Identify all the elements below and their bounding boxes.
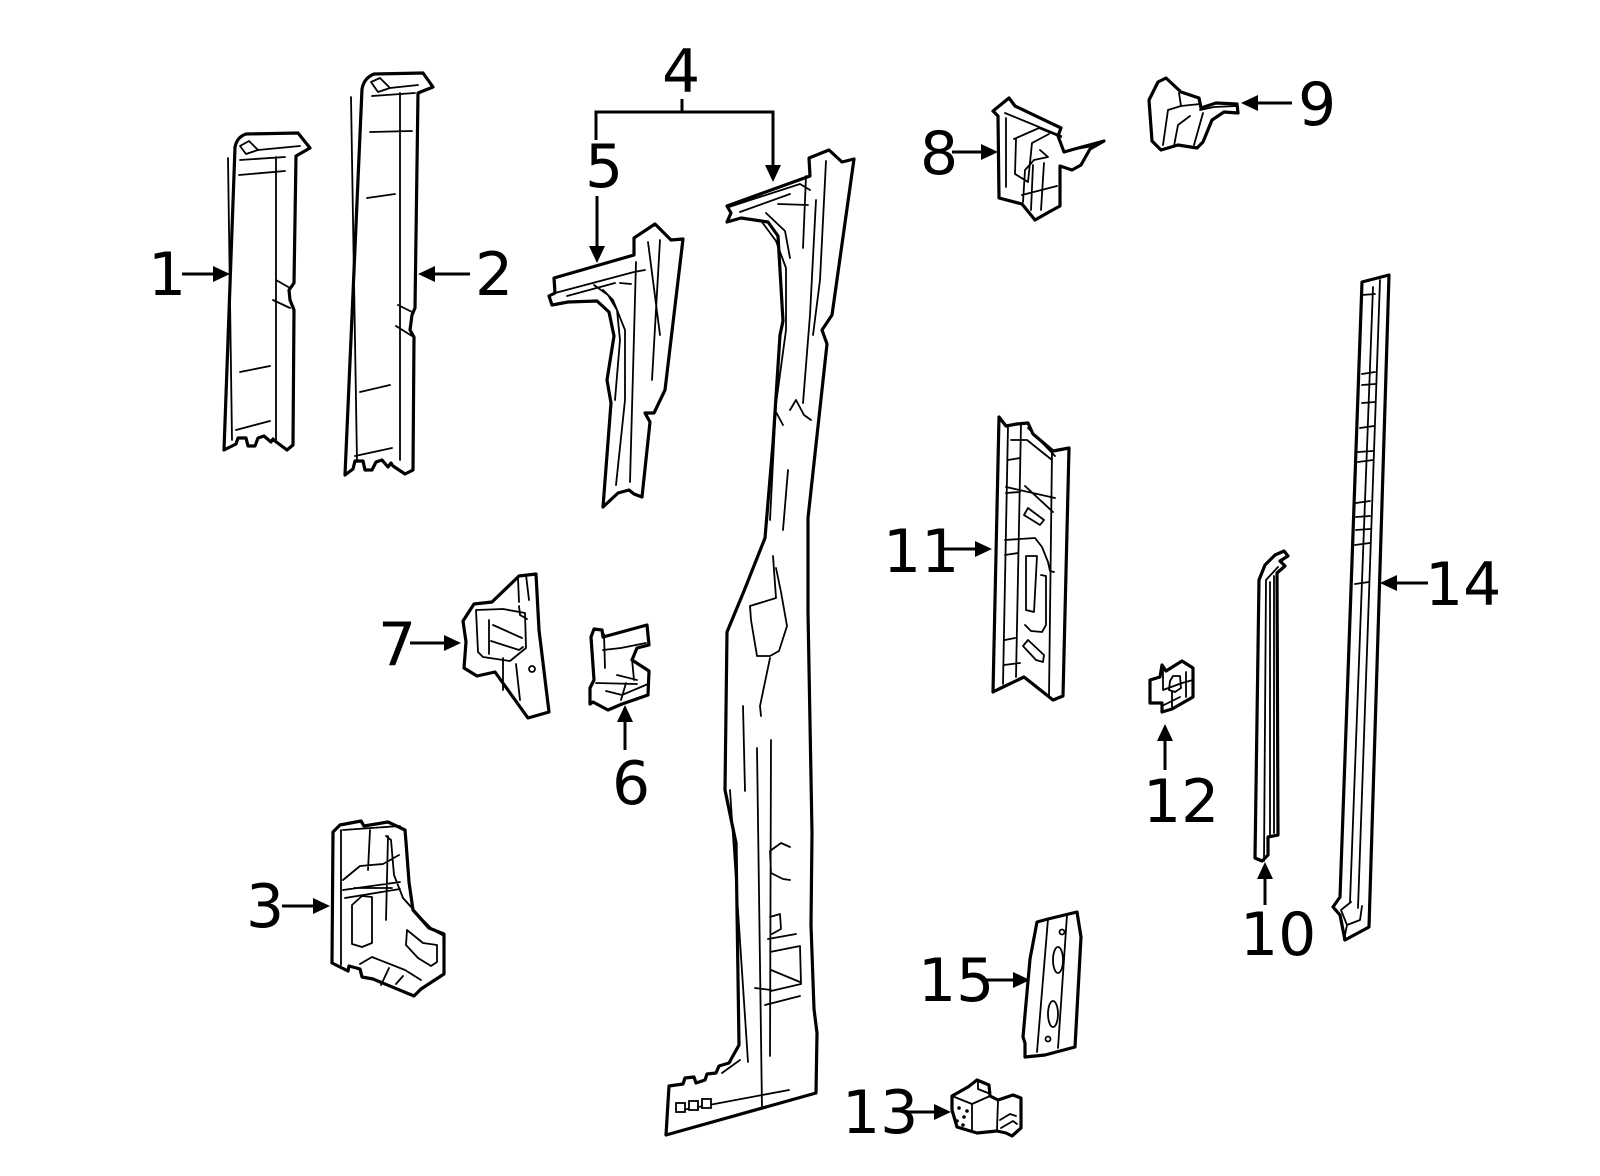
- part-13-bracket[interactable]: [950, 1078, 1023, 1138]
- part-3-pillar-base[interactable]: [330, 819, 446, 998]
- arrow-icon: [1013, 972, 1030, 988]
- part-10-weatherstrip-retainer[interactable]: [1253, 549, 1290, 863]
- svg-text:6: 6: [612, 749, 650, 819]
- part-15-reinforcement-plate[interactable]: [1021, 910, 1083, 1059]
- arrow-icon: [313, 898, 330, 914]
- svg-text:11: 11: [883, 517, 959, 587]
- arrow-icon: [589, 246, 605, 263]
- callout-3[interactable]: 3: [246, 872, 330, 942]
- callout-6[interactable]: 6: [612, 705, 650, 819]
- part-7-bracket[interactable]: [461, 572, 551, 720]
- svg-text:7: 7: [378, 610, 416, 680]
- callout-15[interactable]: 15: [918, 946, 1030, 1016]
- arrow-icon: [765, 165, 781, 182]
- svg-text:10: 10: [1240, 900, 1316, 970]
- svg-text:4: 4: [662, 37, 700, 107]
- callout-9[interactable]: 9: [1241, 70, 1336, 140]
- svg-text:15: 15: [918, 946, 994, 1016]
- part-12-bracket[interactable]: [1148, 659, 1195, 714]
- arrow-icon: [975, 541, 992, 557]
- part-9-bracket[interactable]: [1147, 76, 1240, 152]
- part-8-bracket[interactable]: [991, 96, 1106, 222]
- part-4-center-pillar[interactable]: [664, 148, 856, 1137]
- callout-12[interactable]: 12: [1143, 724, 1219, 837]
- bracket-line: [594, 99, 775, 165]
- callout-1[interactable]: 1: [148, 240, 230, 310]
- arrow-icon: [418, 266, 435, 282]
- callout-13[interactable]: 13: [842, 1078, 951, 1148]
- arrow-icon: [444, 635, 461, 651]
- arrow-icon: [1241, 95, 1258, 111]
- callout-2[interactable]: 2: [418, 240, 513, 310]
- svg-text:9: 9: [1298, 70, 1336, 140]
- callout-4[interactable]: 4: [594, 37, 781, 182]
- part-11-pillar-reinforcement[interactable]: [991, 415, 1071, 702]
- arrow-icon: [213, 266, 230, 282]
- callout-11[interactable]: 11: [883, 517, 992, 587]
- arrow-icon: [617, 705, 633, 722]
- arrow-icon: [1380, 575, 1397, 591]
- svg-text:1: 1: [148, 240, 186, 310]
- svg-text:14: 14: [1425, 550, 1501, 620]
- svg-text:8: 8: [920, 119, 958, 189]
- arrow-icon: [934, 1104, 951, 1120]
- arrow-icon: [1157, 724, 1173, 741]
- callout-5[interactable]: 5: [585, 132, 623, 263]
- part-5-pillar-reinforcement[interactable]: [547, 222, 685, 509]
- part-2-pillar-trim[interactable]: [343, 71, 435, 477]
- part-6-bracket[interactable]: [588, 623, 651, 712]
- callout-10[interactable]: 10: [1240, 862, 1316, 970]
- svg-text:5: 5: [585, 132, 623, 202]
- part-1-pillar-trim[interactable]: [222, 131, 312, 452]
- callout-14[interactable]: 14: [1380, 550, 1501, 620]
- svg-text:2: 2: [475, 240, 513, 310]
- arrow-icon: [981, 144, 998, 160]
- arrow-icon: [1257, 862, 1273, 879]
- callout-8[interactable]: 8: [920, 119, 998, 189]
- callout-7[interactable]: 7: [378, 610, 461, 680]
- svg-text:3: 3: [246, 872, 284, 942]
- part-14-sill-strip[interactable]: [1331, 273, 1391, 942]
- svg-text:12: 12: [1143, 767, 1219, 837]
